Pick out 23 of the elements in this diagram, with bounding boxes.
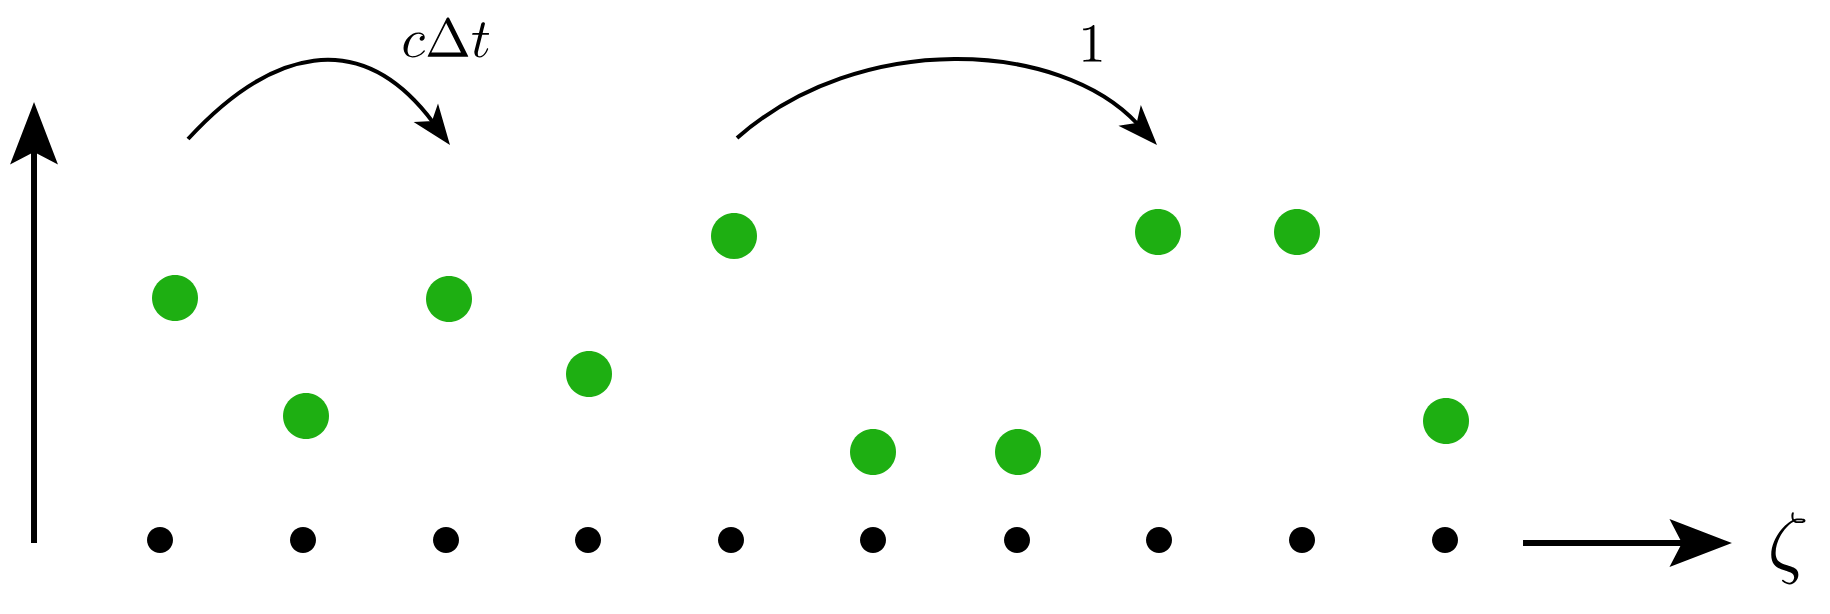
particle-dot — [1274, 209, 1320, 255]
particle-dot — [711, 213, 757, 259]
particle-dot — [1135, 209, 1181, 255]
axis-label: $\zeta$ — [1771, 512, 1806, 585]
particle-dot — [1423, 398, 1469, 444]
particle-dot — [283, 393, 329, 439]
particle-dot — [850, 429, 896, 475]
lattice-dot — [433, 527, 459, 553]
measure-label: $1$ — [1083, 25, 1102, 62]
lattice-dot — [147, 527, 173, 553]
lattice-dot — [1289, 527, 1315, 553]
lattice-dot — [1432, 527, 1458, 553]
measure-label: $c\Delta t$ — [403, 17, 490, 58]
lattice-dot — [1004, 527, 1030, 553]
lattice-dot — [718, 527, 744, 553]
particle-dot — [566, 351, 612, 397]
particle-dot — [995, 429, 1041, 475]
lattice-dot — [860, 527, 886, 553]
lattice-dot — [575, 527, 601, 553]
lattice-dot — [290, 527, 316, 553]
particle-dot — [152, 275, 198, 321]
particle-dot — [426, 276, 472, 322]
lattice-dot — [1146, 527, 1172, 553]
